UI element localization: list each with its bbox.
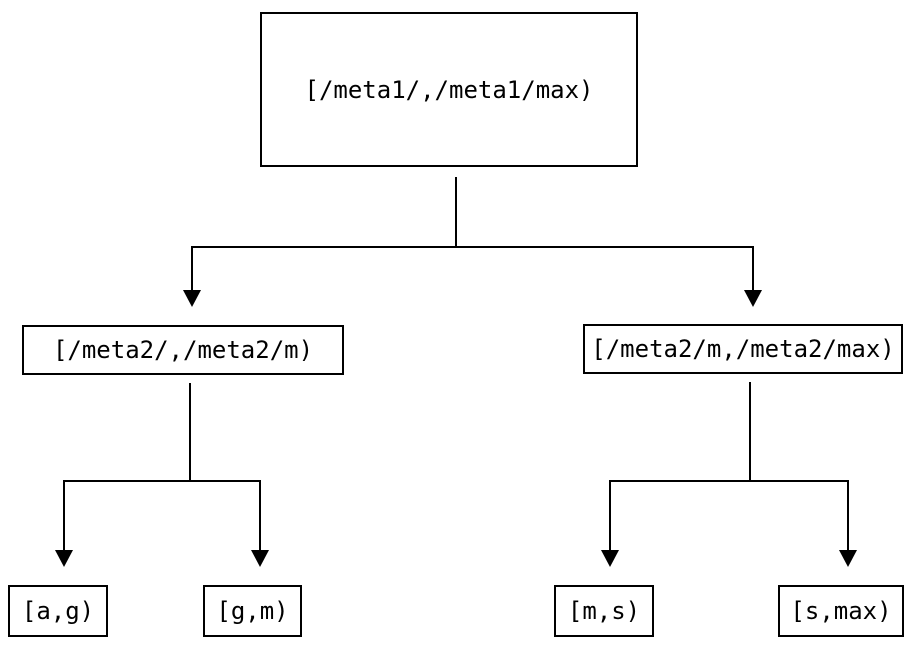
node-meta2-high-label: [/meta2/m,/meta2/max) [591, 335, 895, 363]
edge-meta2-high-stem [749, 382, 751, 481]
arrow-down-icon [839, 550, 857, 567]
arrow-down-icon [183, 290, 201, 307]
node-meta2-low: [/meta2/,/meta2/m) [22, 325, 344, 375]
node-root: [/meta1/,/meta1/max) [260, 12, 638, 167]
arrow-down-icon [55, 550, 73, 567]
node-leaf-g-m-label: [g,m) [216, 597, 289, 625]
node-root-label: [/meta1/,/meta1/max) [304, 75, 594, 104]
node-leaf-a-g-label: [a,g) [21, 597, 95, 625]
node-leaf-m-s: [m,s) [554, 585, 654, 637]
arrow-down-icon [744, 290, 762, 307]
node-meta2-high: [/meta2/m,/meta2/max) [583, 324, 903, 374]
edge-root-left-drop [191, 246, 193, 291]
node-leaf-g-m: [g,m) [203, 585, 302, 637]
node-leaf-s-max: [s,max) [778, 585, 904, 637]
edge-meta2-low-right-drop [259, 480, 261, 551]
node-leaf-m-s-label: [m,s) [567, 597, 641, 625]
node-leaf-a-g: [a,g) [8, 585, 108, 637]
edge-root-stem [455, 177, 457, 248]
edge-root-right-drop [752, 246, 754, 291]
arrow-down-icon [251, 550, 269, 567]
edge-meta2-high-left-drop [609, 480, 611, 551]
edge-meta2-low-left-drop [63, 480, 65, 551]
edge-meta2-high-right-drop [847, 480, 849, 551]
node-leaf-s-max-label: [s,max) [790, 597, 892, 625]
edge-root-crossbar [191, 246, 754, 248]
edge-meta2-low-crossbar [63, 480, 261, 482]
arrow-down-icon [601, 550, 619, 567]
edge-meta2-low-stem [189, 383, 191, 481]
edge-meta2-high-crossbar [609, 480, 849, 482]
node-meta2-low-label: [/meta2/,/meta2/m) [52, 336, 314, 364]
